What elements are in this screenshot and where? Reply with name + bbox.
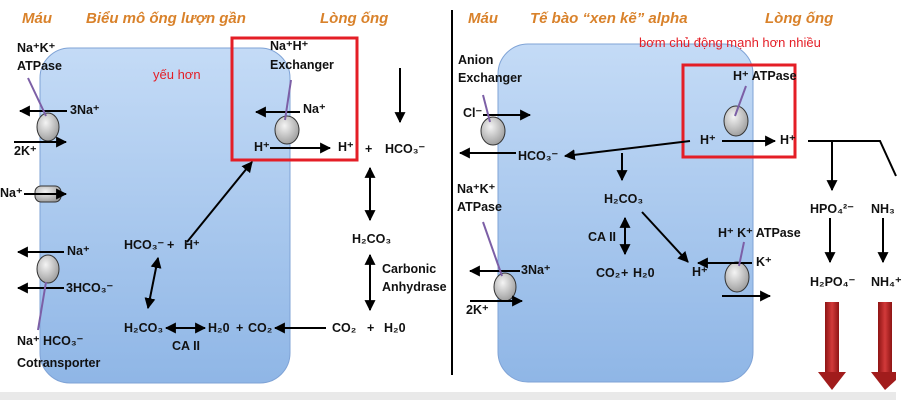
- anion-exchanger-label-2: Exchanger: [458, 71, 522, 85]
- left-cell-reaction-arrows: [144, 161, 253, 334]
- right-ca-ii-label: CA II: [588, 230, 617, 244]
- nh4-label: NH₄⁺: [871, 275, 902, 289]
- exchanger-highlight-box: [230, 36, 359, 162]
- right-2k-label: 2K⁺: [466, 303, 489, 317]
- right-cell-h2o: H₂0: [633, 266, 655, 280]
- lumen-co2: CO₂: [332, 321, 357, 335]
- cotransporter-label-2: Cotransporter: [17, 356, 101, 370]
- h-atpase-h-in: H⁺: [700, 133, 716, 147]
- right-nak-atpase-label-2: ATPase: [457, 200, 502, 214]
- anion-exchanger-label-1: Anion: [458, 53, 494, 67]
- hk-atpase-label: H⁺ K⁺ ATPase: [718, 226, 801, 240]
- cell-plus-1: +: [167, 238, 175, 252]
- lumen-buffer-arrows: [808, 140, 897, 264]
- nh3-label: NH₃: [871, 202, 895, 216]
- lumen-plus-2: +: [367, 321, 375, 335]
- excretion-arrows: [818, 302, 896, 390]
- lumen-hco3: HCO₃⁻: [385, 142, 426, 156]
- nak-atpase-transporter-left: [14, 77, 68, 148]
- hk-atpase-k: K⁺: [756, 255, 772, 269]
- h-atpase-transporter: [722, 85, 777, 147]
- h-atpase-highlight-box: [681, 63, 797, 159]
- cell-h2o: H₂0: [208, 321, 230, 335]
- right-nak-atpase-label-1: Na⁺K⁺: [457, 182, 496, 196]
- na-channel-label: Na⁺: [0, 186, 23, 200]
- annotation-weaker: yếu hơn: [153, 67, 201, 82]
- annotation-stronger: bơm chủ động mạnh hơn nhiều: [639, 35, 821, 50]
- right-cell-co2: CO₂: [596, 266, 621, 280]
- h-atpase-h-out: H⁺: [780, 133, 796, 147]
- cell-h2co3: H₂CO₃: [124, 321, 164, 335]
- cell-hco3: HCO₃⁻: [124, 238, 165, 252]
- nak-atpase-transporter-right: [468, 221, 524, 307]
- anion-exchanger-hco3: HCO₃⁻: [518, 149, 559, 163]
- carbonic-anhydrase-label-2: Anhydrase: [382, 280, 447, 294]
- exchanger-label-1: Na⁺H⁺: [270, 39, 309, 53]
- cell-plus-2: +: [236, 321, 244, 335]
- left-2k-label: 2K⁺: [14, 144, 37, 158]
- left-3na-label: 3Na⁺: [70, 103, 100, 117]
- right-cell-h2co3: H₂CO₃: [604, 192, 644, 206]
- h-atpase-label: H⁺ ATPase: [733, 69, 797, 83]
- exchanger-h-in-label: H⁺: [254, 140, 270, 154]
- left-header-blood: Máu: [22, 10, 52, 27]
- cotransporter-na-label: Na⁺: [67, 244, 90, 258]
- exchanger-label-2: Exchanger: [270, 58, 334, 72]
- na-hco3-cotransporter: [16, 246, 64, 331]
- left-nak-atpase-label-2: ATPase: [17, 59, 62, 73]
- lumen-h2o: H₂0: [384, 321, 406, 335]
- carbonic-anhydrase-label-1: Carbonic: [382, 262, 437, 276]
- anion-exchanger-transporter: [458, 94, 532, 159]
- exchanger-na-label: Na⁺: [303, 102, 326, 116]
- hk-atpase-transporter: [696, 241, 772, 302]
- lumen-plus-1: +: [365, 142, 373, 156]
- right-cell-h: H⁺: [692, 265, 708, 279]
- right-3na-label: 3Na⁺: [521, 263, 551, 277]
- right-cell-reaction-arrows: [563, 140, 691, 263]
- na-channel: [24, 185, 68, 203]
- right-cell-plus: +: [621, 266, 629, 280]
- anion-exchanger-cl: Cl⁻: [463, 106, 483, 120]
- proximal-tubule-cell: [39, 47, 291, 384]
- right-header-lumen: Lòng ống: [765, 10, 834, 27]
- exchanger-h-out-label: H⁺: [338, 140, 354, 154]
- cotransporter-hco3-label: 3HCO₃⁻: [66, 281, 114, 295]
- ca-ii-label: CA II: [172, 339, 201, 353]
- cell-co2: CO₂: [248, 321, 273, 335]
- bottom-scroll-strip: [0, 392, 896, 400]
- right-header-cell: Tế bào “xen kẽ” alpha: [530, 10, 688, 27]
- h2po4-label: H₂PO₄⁻: [810, 275, 856, 289]
- left-lumen-arrows: [273, 68, 406, 334]
- cell-h: H⁺: [184, 238, 200, 252]
- hpo4-label: HPO₄²⁻: [810, 202, 854, 216]
- cotransporter-label-1: Na⁺ HCO₃⁻: [17, 334, 84, 348]
- alpha-intercalated-cell: [497, 43, 754, 383]
- left-header-lumen: Lòng ống: [320, 10, 389, 27]
- left-header-cell: Biểu mô ống lượn gần: [86, 10, 246, 27]
- left-nak-atpase-label-1: Na⁺K⁺: [17, 41, 56, 55]
- right-header-blood: Máu: [468, 10, 498, 27]
- na-h-exchanger: [254, 79, 332, 154]
- lumen-h2co3: H₂CO₃: [352, 232, 392, 246]
